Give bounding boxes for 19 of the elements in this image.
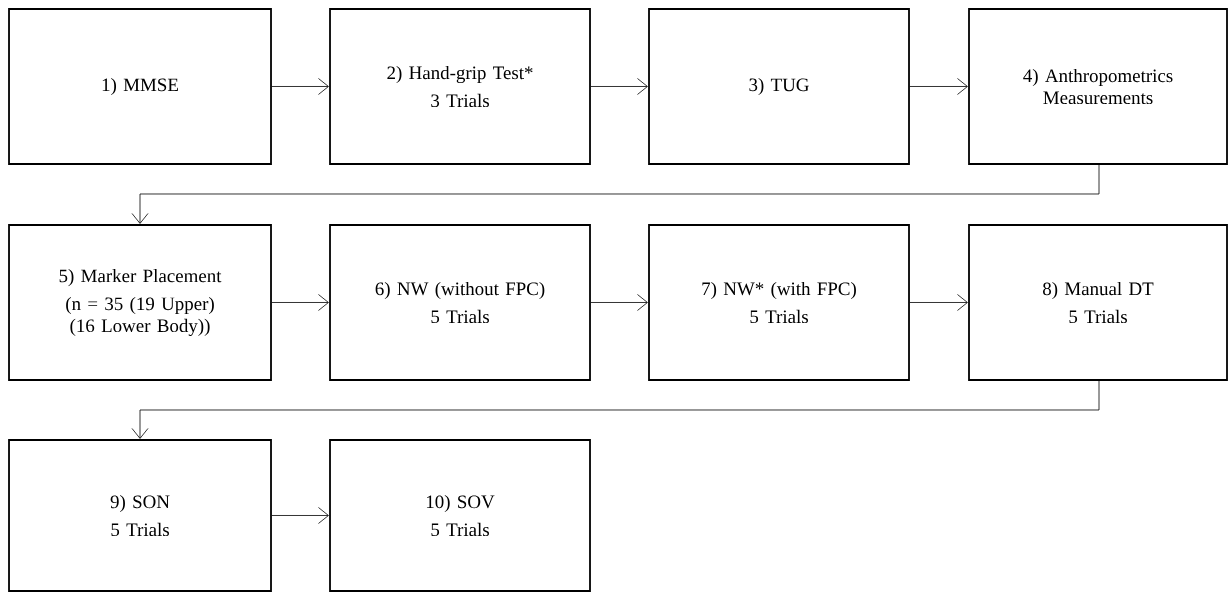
process-box: 1) MMSE (8, 8, 272, 165)
process-box: 3) TUG (648, 8, 910, 165)
process-box: 8) Manual DT 5 Trials (968, 224, 1228, 381)
arrow (909, 294, 968, 311)
process-box: 5) Marker Placement (n = 35 (19 Upper) (16 Lower Body)) (8, 224, 272, 381)
arrow (131, 380, 1100, 439)
arrow (590, 78, 648, 95)
arrow (271, 507, 329, 524)
process-box: 10) SOV 5 Trials (329, 439, 591, 592)
arrow (590, 294, 648, 311)
process-box: 7) NW* (with FPC) 5 Trials (648, 224, 910, 381)
process-box: 2) Hand-grip Test* 3 Trials (329, 8, 591, 165)
process-box: 9) SON 5 Trials (8, 439, 272, 592)
arrow (131, 164, 1100, 224)
arrow (909, 78, 968, 95)
process-box: 4) Anthropometrics Measurements (968, 8, 1228, 165)
arrow (271, 294, 329, 311)
process-box: 6) NW (without FPC) 5 Trials (329, 224, 591, 381)
arrow (271, 78, 329, 95)
